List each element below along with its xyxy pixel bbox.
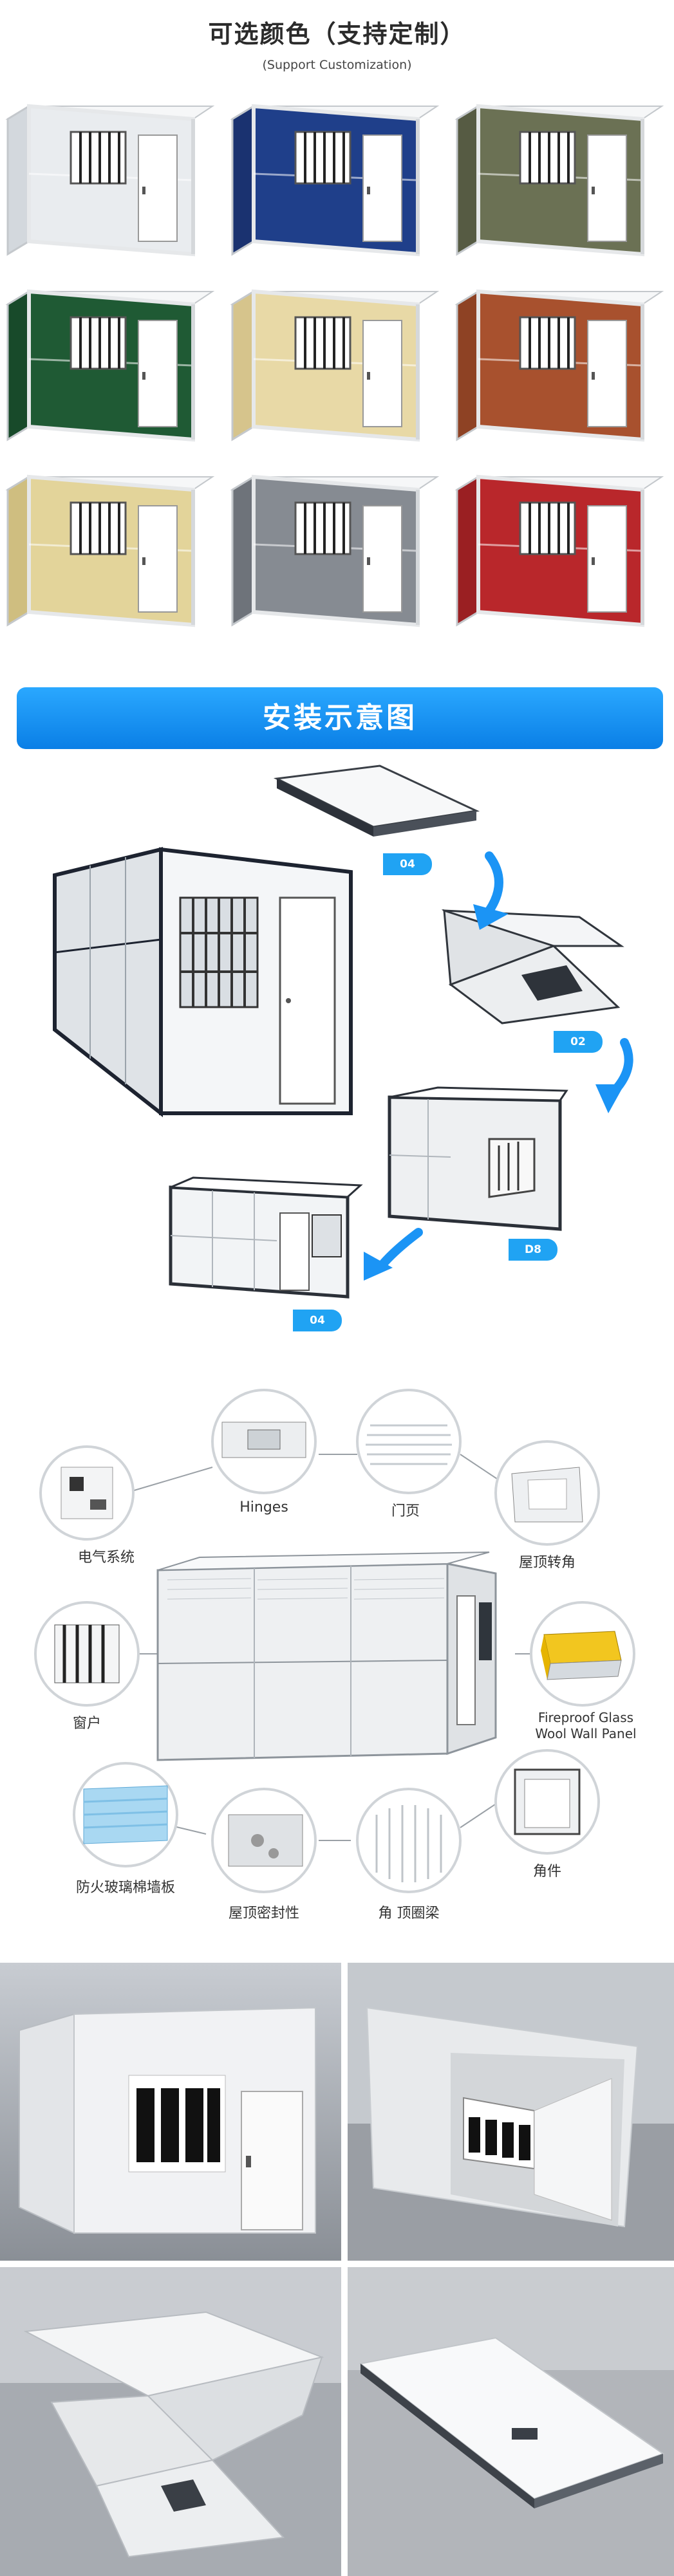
- color-swatch-6[interactable]: [449, 275, 674, 456]
- roof-corner-part-icon: [494, 1440, 600, 1546]
- photo-assembled-front: [0, 1963, 341, 2261]
- color-swatch-1[interactable]: [0, 90, 225, 270]
- color-options-title: 可选颜色（支持定制）: [208, 20, 466, 48]
- door-leaf-part-icon: [356, 1389, 462, 1494]
- step-tag: 04: [293, 1310, 342, 1331]
- unfolding-illustration: [441, 909, 624, 1024]
- label-roof-beam: 角 顶圈梁: [378, 1905, 440, 1922]
- label-electrical: 电气系统: [77, 1550, 135, 1566]
- components-section: 电气系统 Hinges 门页 屋顶转角 窗户 Fireproof Glass W…: [0, 1377, 674, 1956]
- step-arrow-icon: [375, 1228, 423, 1272]
- electrical-part-icon: [39, 1445, 135, 1541]
- label-hinges: Hinges: [239, 1499, 288, 1515]
- label-window: 窗户: [72, 1716, 101, 1732]
- photo-gallery: [0, 1963, 674, 2576]
- label-fireproof-1: Fireproof Glass: [538, 1710, 634, 1725]
- color-swatch-7[interactable]: [0, 461, 225, 641]
- label-door-leaf: 门页: [391, 1503, 420, 1519]
- fireproof-panel-icon: [530, 1601, 635, 1707]
- corner-piece-icon: [494, 1749, 600, 1855]
- label-fireproof-2: Wool Wall Panel: [535, 1726, 637, 1741]
- color-swatch-3[interactable]: [449, 90, 674, 270]
- step-arrow-icon: [485, 851, 503, 915]
- color-options-section: 可选颜色（支持定制） (Support Customization): [0, 0, 674, 647]
- install-banner-title: 安装示意图: [263, 701, 417, 734]
- walls-raised-illustration: [388, 1086, 568, 1231]
- roof-seal-part-icon: [211, 1788, 317, 1893]
- color-swatch-2[interactable]: [225, 90, 449, 270]
- assembled-container-illustration: [53, 847, 353, 1118]
- label-corner-piece: 角件: [532, 1864, 561, 1880]
- fire-wall-panel-icon: [73, 1762, 178, 1867]
- photo-unfolding: [0, 2267, 341, 2576]
- install-diagram: 04 02 D8 04: [0, 753, 674, 1345]
- label-fire-wall-panel: 防火玻璃棉墙板: [75, 1880, 175, 1896]
- step-tag: 02: [554, 1031, 603, 1053]
- flat-pack-illustration: [273, 764, 480, 837]
- finished-unit-illustration: [169, 1176, 363, 1299]
- color-swatch-5[interactable]: [225, 275, 449, 456]
- color-swatch-8[interactable]: [225, 461, 449, 641]
- photo-flat-pack: [348, 2267, 674, 2576]
- hinge-part-icon: [211, 1389, 317, 1494]
- label-roof-corner: 屋顶转角: [518, 1555, 576, 1571]
- color-swatch-9[interactable]: [449, 461, 674, 641]
- central-container-illustration: [156, 1552, 497, 1761]
- photo-walls-raised: [348, 1963, 674, 2261]
- color-options-subtitle: (Support Customization): [262, 58, 412, 72]
- color-swatch-4[interactable]: [0, 275, 225, 456]
- window-part-icon: [34, 1601, 140, 1707]
- step-tag: 04: [383, 853, 432, 875]
- step-tag: D8: [509, 1239, 557, 1261]
- install-banner: 安装示意图: [17, 687, 663, 749]
- roof-beam-part-icon: [356, 1788, 462, 1893]
- label-roof-seal: 屋顶密封性: [228, 1905, 299, 1922]
